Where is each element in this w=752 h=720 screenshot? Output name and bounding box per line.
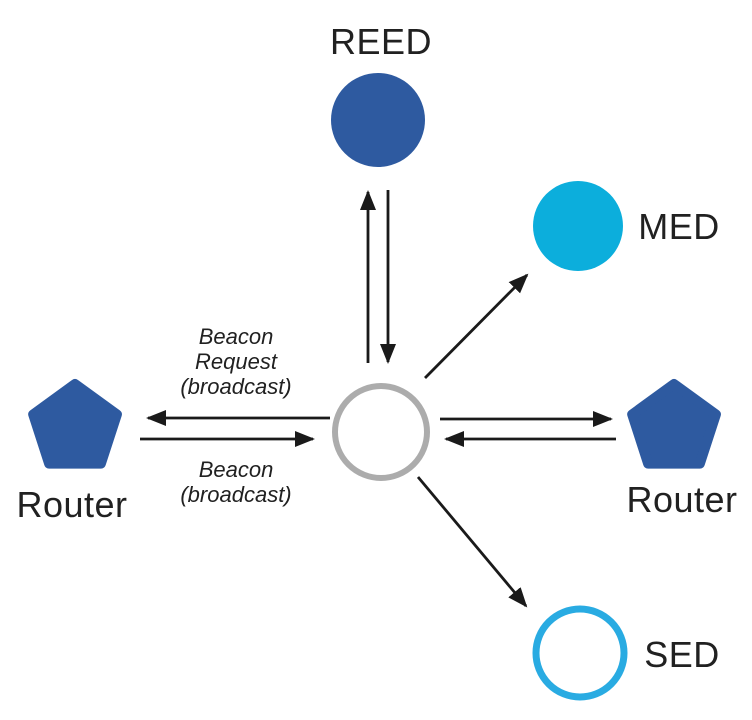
arrow-center-to-sed [416,476,528,608]
router-right-node [627,379,721,469]
med-node-circle [533,181,623,271]
sed-label: SED [644,634,720,676]
router-left-label: Router [16,484,128,526]
arrows-group [140,190,616,608]
joiner-node [332,383,430,481]
sed-node-circle [532,605,628,701]
reed-node [331,73,425,167]
med-label: MED [638,206,720,248]
beacon-label: Beacon (broadcast) [126,457,346,507]
beacon-line-2: (broadcast) [180,482,292,507]
reed-label: REED [329,21,433,63]
beacon-request-line-2: Request [195,349,277,374]
beacon-line-1: Beacon [198,457,274,482]
arrow-center-to-med [424,273,529,379]
beacon-request-label: Beacon Request (broadcast) [126,324,346,399]
router-right-pentagon [627,379,721,469]
router-right-label: Router [626,479,738,521]
reed-node-circle [331,73,425,167]
med-node [533,181,623,271]
router-left-node [28,379,122,469]
router-left-pentagon [28,379,122,469]
beacon-request-line-1: Beacon [198,324,274,349]
joiner-node-circle [332,383,430,481]
beacon-request-line-3: (broadcast) [180,374,292,399]
sed-node [532,605,628,701]
